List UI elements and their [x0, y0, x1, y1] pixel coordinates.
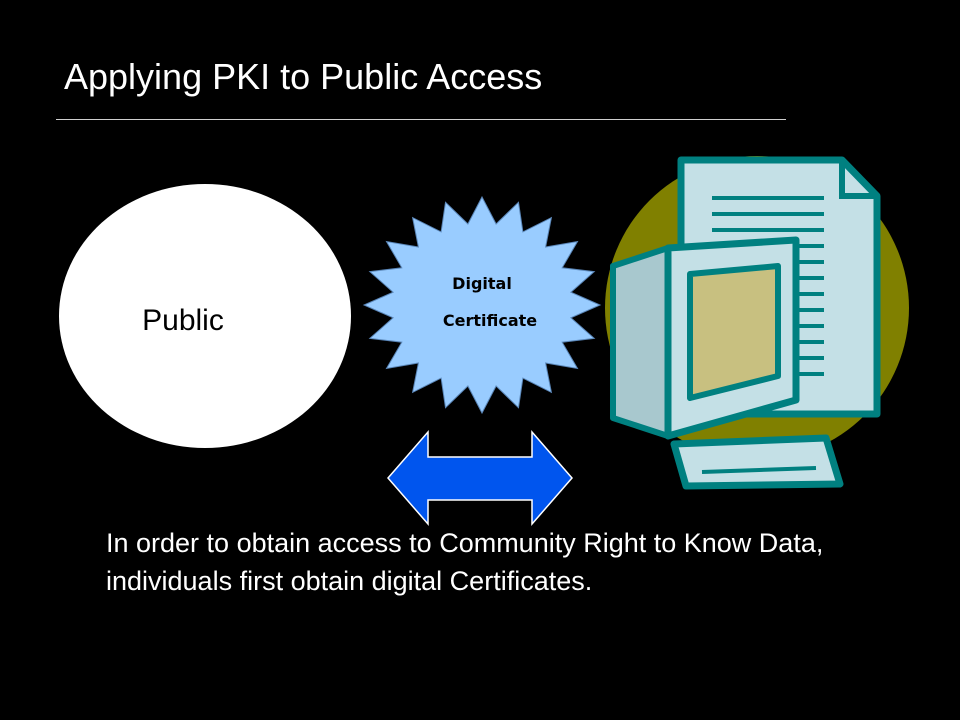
computer-document-icon	[605, 156, 909, 490]
double-arrow-icon	[387, 429, 573, 527]
public-label: Public	[142, 304, 224, 337]
certificate-label-line1: Digital	[452, 274, 512, 293]
body-text: In order to obtain access to Community R…	[106, 528, 824, 596]
starburst-icon	[362, 195, 602, 415]
certificate-label-line2: Certificate	[443, 311, 537, 330]
slide-title: Applying PKI to Public Access	[64, 56, 543, 97]
public-circle	[59, 184, 351, 448]
title-divider	[56, 119, 786, 120]
digital-certificate: Digital Certificate	[362, 195, 602, 415]
public-node: Public	[59, 184, 351, 448]
